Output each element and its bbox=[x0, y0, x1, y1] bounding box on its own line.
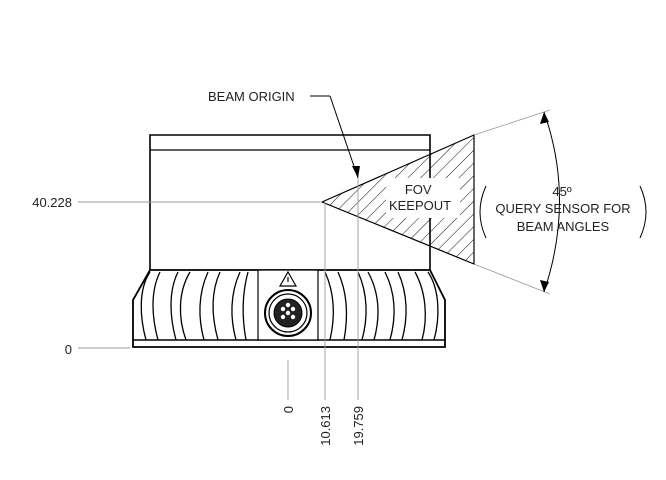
fov-label-bg bbox=[386, 178, 460, 218]
angle-note-line1: QUERY SENSOR FOR bbox=[495, 201, 630, 216]
warning-icon bbox=[278, 270, 298, 287]
dim-y-40228: 40.228 bbox=[32, 195, 72, 210]
beam-origin-label: BEAM ORIGIN bbox=[208, 89, 295, 104]
angle-extension-lines bbox=[473, 109, 551, 295]
angle-note-line2: BEAM ANGLES bbox=[517, 219, 610, 234]
dimension-lines bbox=[78, 178, 359, 400]
dim-x-19759: 19.759 bbox=[351, 406, 366, 446]
sensor-body bbox=[132, 134, 446, 348]
beam-origin-leader bbox=[329, 95, 359, 179]
fov-label: FOV KEEPOUT bbox=[389, 182, 451, 213]
dim-y-0: 0 bbox=[65, 342, 72, 357]
angle-value: 45º bbox=[552, 184, 571, 199]
dim-x-10613: 10.613 bbox=[318, 406, 333, 446]
connector-icon bbox=[264, 289, 312, 337]
base-fins bbox=[140, 271, 439, 341]
angle-arc bbox=[543, 111, 560, 293]
dim-x-0: 0 bbox=[281, 406, 296, 413]
